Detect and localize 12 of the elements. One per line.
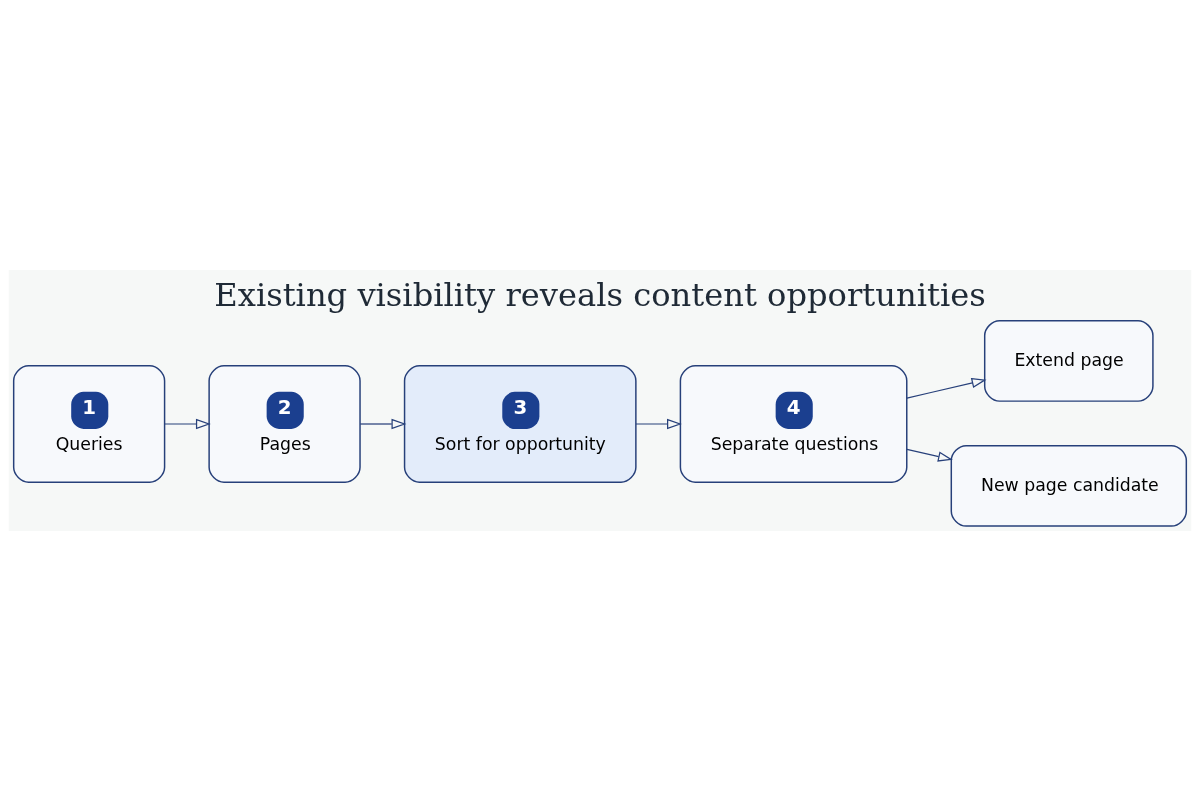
node-box: Extend page (983, 319, 1154, 402)
diagram-title: Existing visibility reveals content opportunities (214, 275, 986, 314)
arrow (906, 377, 987, 399)
arrow (359, 418, 407, 429)
node-box: 4 Separate questions (679, 364, 908, 483)
node-box: New page candidate (950, 444, 1188, 527)
node-box: 2 Pages (208, 364, 361, 483)
arrow (164, 418, 211, 429)
node-box: 1 Queries (12, 364, 166, 483)
arrow (906, 448, 953, 462)
node-box: 3 Sort for opportunity (403, 364, 637, 483)
arrow (635, 418, 682, 429)
